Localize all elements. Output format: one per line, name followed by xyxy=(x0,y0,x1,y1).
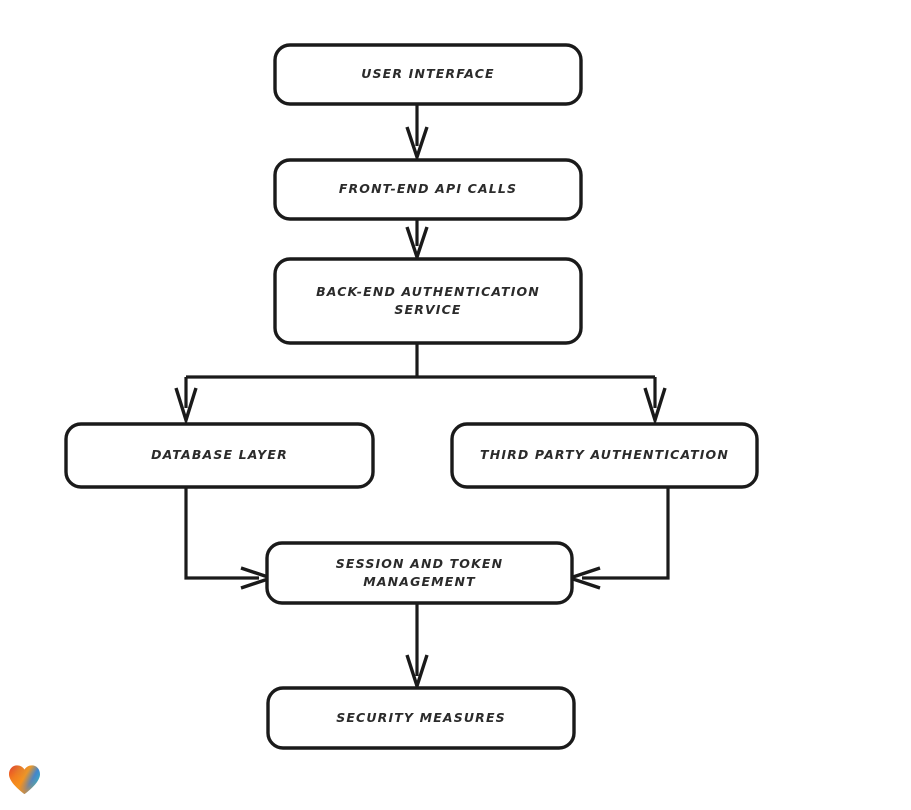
edge-database-to-session-line xyxy=(184,487,259,580)
edge-database-to-session xyxy=(184,487,277,590)
node-session-and-token-management[interactable] xyxy=(265,541,574,605)
node-back-end-authentication-service[interactable] xyxy=(273,257,583,345)
edge-session-to-security xyxy=(405,603,429,692)
node-database-layer[interactable] xyxy=(64,422,375,489)
edge-backend-split-bus xyxy=(186,343,655,379)
edge-thirdparty-to-session xyxy=(564,487,670,590)
edge-backend-to-database-arrowhead xyxy=(174,387,198,426)
edge-ui-to-api xyxy=(405,104,429,163)
edge-backend-to-database xyxy=(174,377,198,426)
edge-api-to-backend-arrowhead xyxy=(405,226,429,263)
node-user-interface[interactable] xyxy=(273,43,583,106)
edge-thirdparty-to-session-line xyxy=(582,487,670,580)
edge-session-to-security-arrowhead xyxy=(405,654,429,692)
node-third-party-authentication[interactable] xyxy=(450,422,759,489)
edge-ui-to-api-arrowhead xyxy=(405,126,429,163)
edge-api-to-backend xyxy=(405,219,429,263)
edge-backend-to-thirdparty xyxy=(643,377,667,426)
heart-icon-overlay xyxy=(9,765,40,794)
node-security-measures[interactable] xyxy=(266,686,576,750)
edge-backend-to-thirdparty-arrowhead xyxy=(643,387,667,426)
node-front-end-api-calls[interactable] xyxy=(273,158,583,221)
heart-icon xyxy=(9,765,40,794)
